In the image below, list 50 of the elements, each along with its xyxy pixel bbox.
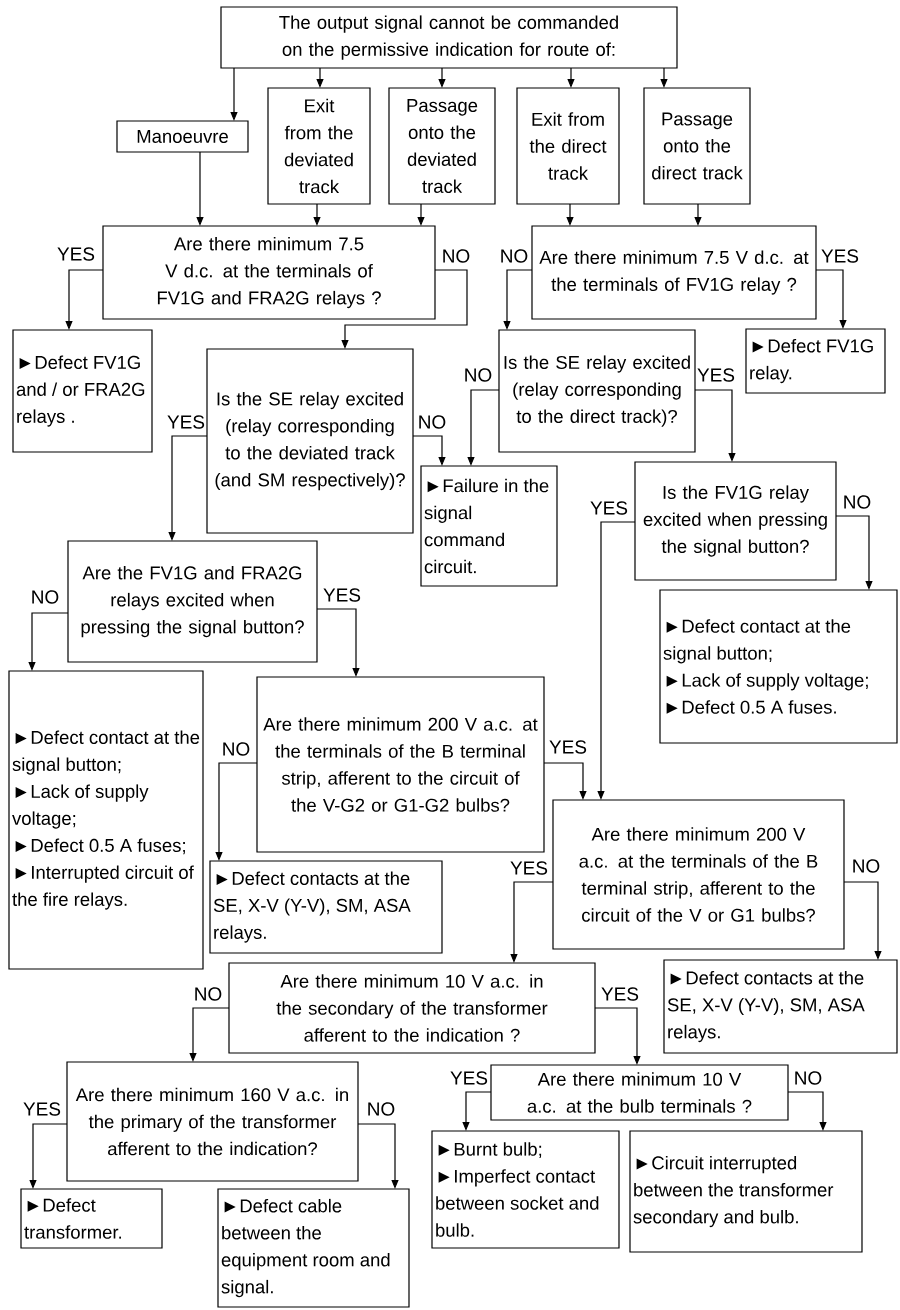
decision-box: Are there minimum 200 V a.c. at the terminals of the B terminal strip, afferent to the circuit of the V-G2 or G1-G2 bulbs? <box>256 676 545 853</box>
result-box: ►Defect contacts at the SE, X-V (Y-V), SM, ASA relays. <box>209 860 443 954</box>
result-box: ►Defect contact at the signal button; ►Lack of supply voltage; ►Defect 0.5 A fuses; ►Interrupted circuit of the fire relays. <box>8 670 204 970</box>
edge-label: NO <box>850 858 882 874</box>
option-box: Manoeuvre <box>116 120 249 153</box>
edge-label: NO <box>440 248 472 264</box>
decision-box: Are there minimum 7.5 V d.c. at the terminals of FV1G relay ? <box>531 225 817 320</box>
edge-label: NO <box>365 1101 397 1117</box>
decision-box: Is the SE relay excited (relay corresponding to the direct track)? <box>498 329 696 453</box>
edge-label: NO <box>462 367 494 383</box>
result-box: ►Defect transformer. <box>20 1188 163 1249</box>
result-box: ►Defect cable between the equipment room and signal. <box>217 1188 410 1308</box>
edge-label: NO <box>220 741 252 757</box>
option-box: Exit from the deviated track <box>267 87 371 205</box>
edge-label: NO <box>498 248 530 264</box>
start-box: The output signal cannot be commanded on the permissive indication for route of: <box>220 6 678 69</box>
edge-label: NO <box>416 414 448 430</box>
edge-label: NO <box>29 589 61 605</box>
decision-box: Are the FV1G and FRA2G relays excited when pressing the signal button? <box>67 540 318 663</box>
edge-label: NO <box>192 986 224 1002</box>
edge-label: YES <box>322 587 362 603</box>
edge-label: NO <box>792 1070 824 1086</box>
result-box: ►Defect FV1G and / or FRA2G relays . <box>12 329 153 453</box>
decision-box: Are there minimum 10 V a.c. at the bulb terminals ? <box>490 1064 789 1121</box>
result-box: ►Defect contact at the signal button; ►Lack of supply voltage; ►Defect 0.5 A fuses. <box>659 589 898 744</box>
edge-label: YES <box>820 248 860 264</box>
edge-label: YES <box>56 246 96 262</box>
edge-label: YES <box>600 986 640 1002</box>
option-box: Exit from the direct track <box>516 87 620 205</box>
edge-label: YES <box>22 1101 62 1117</box>
option-box: Passage onto the deviated track <box>388 87 496 205</box>
edge-label: NO <box>841 494 873 510</box>
option-box: Passage onto the direct track <box>643 87 751 205</box>
edge-label: YES <box>589 500 629 516</box>
edge-label: YES <box>166 414 206 430</box>
decision-box: Are there minimum 7.5 V d.c. at the terminals of FV1G and FRA2G relays ? <box>102 225 436 320</box>
edge-label: YES <box>449 1070 489 1086</box>
decision-box: Is the SE relay excited (relay corresponding to the deviated track (and SM respectively)? <box>206 348 414 534</box>
edge-label: YES <box>696 367 736 383</box>
result-box: ►Defect FV1G relay. <box>745 328 886 394</box>
decision-box: Are there minimum 160 V a.c. in the primary of the transformer afferent to the indication? <box>66 1061 359 1182</box>
edge-label: YES <box>548 739 588 755</box>
decision-box: Are there minimum 200 V a.c. at the terminals of the B terminal strip, afferent to the circuit of the V or G1 bulbs? <box>552 799 845 950</box>
result-box: ►Failure in the signal command circuit. <box>420 465 558 587</box>
decision-box: Are there minimum 10 V a.c. in the secondary of the transformer afferent to the indication ? <box>228 962 596 1054</box>
edge-label: YES <box>509 860 549 876</box>
decision-box: Is the FV1G relay excited when pressing the signal button? <box>634 461 837 581</box>
result-box: ►Burnt bulb; ►Imperfect contact between socket and bulb. <box>431 1130 620 1249</box>
result-box: ►Defect contacts at the SE, X-V (Y-V), SM, ASA relays. <box>663 959 898 1054</box>
result-box: ►Circuit interrupted between the transformer secondary and bulb. <box>629 1130 863 1253</box>
